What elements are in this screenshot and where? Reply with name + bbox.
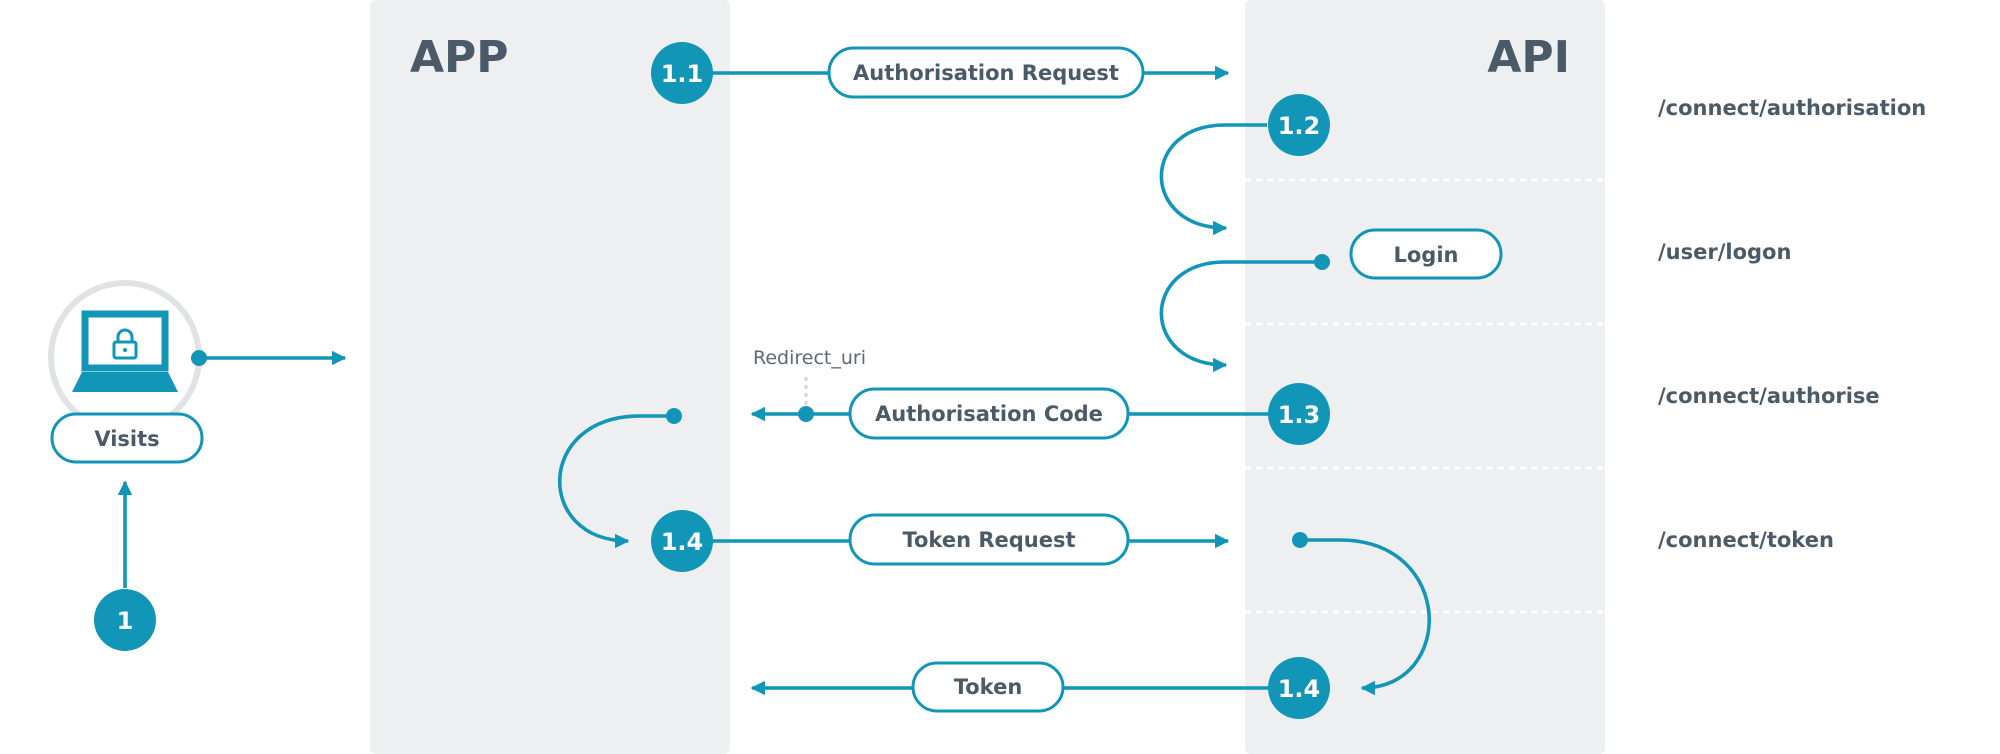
step-1-2-badge bbox=[1268, 94, 1330, 156]
token-group: 1.4 Token bbox=[750, 532, 1432, 719]
step-1-4-badge bbox=[651, 510, 713, 572]
connector-dot bbox=[1314, 254, 1330, 270]
token-issue-curve bbox=[1300, 538, 1432, 696]
token-request-pill bbox=[848, 513, 1130, 566]
visits-pill bbox=[50, 412, 204, 464]
laptop-lock-icon bbox=[72, 310, 178, 392]
authorisation-code-group: Redirect_uri Authorisation Code 1.3 bbox=[750, 347, 1330, 445]
step-1-2-label: 1.2 bbox=[1278, 112, 1321, 140]
login-return-curve bbox=[1159, 260, 1322, 373]
step-1-badge bbox=[94, 589, 156, 651]
connector-dot bbox=[1292, 532, 1308, 548]
api-lane bbox=[1245, 0, 1605, 754]
authorisation-request-label: Authorisation Request bbox=[853, 61, 1119, 85]
redirect-uri-label: Redirect_uri bbox=[753, 347, 866, 369]
user-visit-group: Visits 1 bbox=[48, 280, 347, 651]
step-1-1-badge bbox=[651, 42, 713, 104]
login-redirect-curve bbox=[1159, 123, 1267, 236]
connector-dot bbox=[798, 406, 814, 422]
step-1-label: 1 bbox=[117, 607, 134, 635]
app-lane bbox=[370, 0, 730, 754]
app-lane-title: APP bbox=[410, 32, 509, 83]
endpoint-label: /connect/token bbox=[1658, 528, 1834, 552]
token-pill bbox=[911, 661, 1065, 713]
login-pill bbox=[1349, 228, 1503, 280]
token-request-label: Token Request bbox=[902, 528, 1075, 552]
token-label: Token bbox=[954, 675, 1023, 699]
authorisation-request-group: 1.1 Authorisation Request bbox=[651, 42, 1230, 104]
api-lane-title: API bbox=[1487, 32, 1570, 83]
step-1-4-response-label: 1.4 bbox=[1278, 675, 1321, 703]
step-1-1-label: 1.1 bbox=[661, 60, 704, 88]
step-1-4-response-badge bbox=[1268, 657, 1330, 719]
authorisation-request-pill bbox=[827, 46, 1145, 99]
endpoint-label: /connect/authorise bbox=[1658, 384, 1880, 408]
endpoint-label: /connect/authorisation bbox=[1658, 96, 1926, 120]
login-label: Login bbox=[1394, 243, 1459, 267]
token-request-group: 1.4 Token Request bbox=[557, 408, 1230, 572]
step-1-2-group: 1.2 bbox=[1159, 94, 1330, 236]
step-1-4-label: 1.4 bbox=[661, 528, 704, 556]
login-group: Login bbox=[1159, 228, 1503, 373]
authorisation-code-pill bbox=[848, 387, 1130, 440]
connector-dot bbox=[191, 350, 207, 366]
connector-dot bbox=[666, 408, 682, 424]
step-1-3-badge bbox=[1268, 383, 1330, 445]
code-to-token-curve bbox=[557, 414, 674, 549]
endpoint-label: /user/logon bbox=[1658, 240, 1791, 264]
authorisation-code-label: Authorisation Code bbox=[875, 402, 1103, 426]
visits-label: Visits bbox=[94, 427, 159, 451]
step-1-3-label: 1.3 bbox=[1278, 401, 1321, 429]
